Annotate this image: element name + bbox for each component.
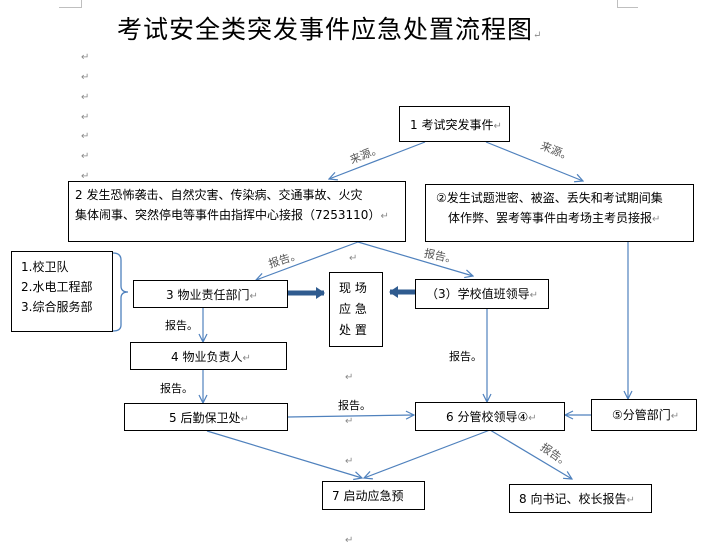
node-chief-examiner-report[interactable]: ②发生试题泄密、被盗、丢失和考试期间集 体作弊、罢考等事件由考场主考员接报↵ (425, 184, 694, 242)
edge-n2-n3b (357, 241, 473, 276)
paragraph-mark: ↵ (81, 92, 90, 103)
paragraph-mark: ↵ (529, 290, 539, 301)
node-supervising-leader[interactable]: 6 分管校领导④↵ (415, 402, 565, 431)
paragraph-mark: ↵ (533, 30, 543, 41)
onsite-label-line: 处 置 (339, 323, 367, 337)
unit-general-services: 3.综合服务部 (21, 300, 93, 314)
paragraph-mark: ↵ (81, 52, 90, 63)
node-logistics-security[interactable]: 5 后勤保卫处↵ (124, 403, 288, 431)
paragraph-mark: ↵ (380, 211, 389, 222)
node-onsite-response[interactable]: 现 场应 急处 置 (329, 272, 383, 347)
onsite-label-line: 现 场 (339, 281, 367, 295)
node-label: 1 考试突发事件 (410, 118, 494, 132)
paragraph-mark: ↵ (652, 214, 661, 225)
node-activate-plan[interactable]: 7 启动应急预 (322, 481, 425, 510)
title-text: 考试安全类突发事件应急处置流程图 (117, 15, 534, 44)
edge-n2-n3 (256, 241, 359, 280)
paragraph-mark: ↵ (670, 411, 680, 422)
paragraph-mark: ↵ (626, 495, 635, 506)
paragraph-mark: ↵ (345, 372, 354, 383)
node-property-dept[interactable]: 3 物业责任部门↵ (133, 280, 288, 308)
page-corner-mark-right (617, 0, 638, 8)
node-property-units[interactable]: 1.校卫队 2.水电工程部 3.综合服务部 (11, 251, 113, 332)
paragraph-mark: ↵ (81, 72, 90, 83)
node-label: 4 物业负责人 (171, 350, 243, 364)
paragraph-mark: ↵ (240, 414, 249, 425)
paragraph-mark: ↵ (81, 112, 90, 123)
node-label-line1: 2 发生恐怖袭击、自然灾害、传染病、交通事故、火灾 (75, 188, 363, 202)
page-title: 考试安全类突发事件应急处置流程图↵ (117, 10, 542, 46)
node-label: （3）学校值班领导 (426, 287, 530, 301)
node-supervising-dept[interactable]: ⑤分管部门↵ (591, 399, 697, 431)
edge-n5-n7 (206, 430, 362, 478)
page-corner-mark-left (59, 0, 82, 8)
node-command-center-report[interactable]: 2 发生恐怖袭击、自然灾害、传染病、交通事故、火灾 集体闹事、突然停电等事件由指… (68, 181, 406, 242)
edge-label-report-n5-n6: 报告。 (338, 399, 371, 412)
node-duty-leader[interactable]: （3）学校值班领导↵ (415, 279, 549, 309)
edge-n1-n2b (485, 141, 583, 181)
paragraph-mark: ↵ (345, 416, 354, 427)
paragraph-mark: ↵ (528, 413, 537, 424)
node-label: 8 向书记、校长报告 (519, 492, 627, 506)
node-label: 5 后勤保卫处 (169, 411, 241, 425)
node-label-line2: 集体闹事、突然停电等事件由指挥中心接报（7253110） (75, 208, 381, 222)
paragraph-mark: ↵ (81, 151, 90, 162)
edge-n1-n2 (329, 141, 426, 179)
units-bracket (112, 252, 129, 332)
edge-n5-n6 (287, 415, 414, 417)
edge-n6-n8 (489, 429, 572, 479)
node-label-line1: ②发生试题泄密、被盗、丢失和考试期间集 (436, 191, 663, 205)
node-label: 6 分管校领导④ (446, 410, 529, 424)
paragraph-mark: ↵ (493, 121, 502, 132)
edge-label-report-n4-n5: 报告。 (160, 382, 193, 395)
node-exam-incident[interactable]: 1 考试突发事件↵ (399, 106, 510, 142)
edge-n6-n7 (364, 429, 491, 478)
paragraph-mark: ↵ (81, 171, 90, 182)
node-label: 3 物业责任部门 (166, 288, 250, 302)
edge-label-report-n3-n4: 报告。 (165, 319, 198, 332)
paragraph-mark: ↵ (249, 291, 258, 302)
node-label: 7 启动应急预 (332, 489, 404, 503)
paragraph-mark: ↵ (345, 456, 354, 467)
unit-security-team: 1.校卫队 (21, 260, 69, 274)
node-property-head[interactable]: 4 物业负责人↵ (130, 342, 287, 370)
paragraph-mark: ↵ (242, 353, 251, 364)
edge-label-report-n3b-n6: 报告。 (449, 350, 482, 363)
unit-utilities-dept: 2.水电工程部 (21, 280, 93, 294)
paragraph-mark: ↵ (345, 535, 354, 546)
node-label-line2: 体作弊、罢考等事件由考场主考员接报 (448, 211, 653, 225)
node-label: ⑤分管部门 (612, 408, 671, 422)
paragraph-mark: ↵ (81, 131, 90, 142)
node-report-secretary[interactable]: 8 向书记、校长报告↵ (509, 484, 652, 513)
onsite-label-line: 应 急 (339, 302, 367, 316)
paragraph-mark: ↵ (349, 253, 358, 264)
